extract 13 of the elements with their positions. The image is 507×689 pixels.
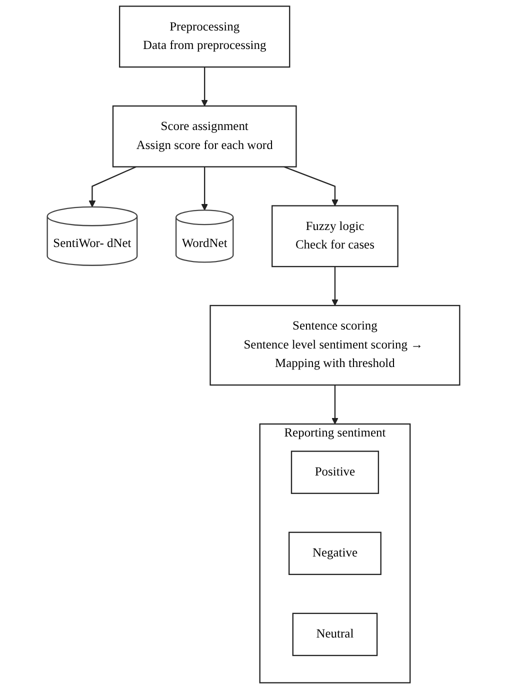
- arrow: [284, 166, 338, 206]
- arrow: [332, 385, 338, 424]
- node-box: Sentence scoring Sentence level sentiment scoring → Mapping with threshold: [210, 304, 460, 386]
- arrow: [201, 166, 208, 210]
- node-box: Neutral: [292, 612, 378, 656]
- arrow: [332, 266, 338, 306]
- arrow: [201, 67, 208, 106]
- node-box: Score assignment Assign score for each word: [112, 105, 297, 168]
- node-box: Positive: [290, 450, 380, 494]
- node-box: Negative: [288, 532, 382, 575]
- arrow: [88, 166, 136, 208]
- node-box: Fuzzy logic Check for cases: [272, 205, 398, 268]
- node-box: Preprocessing Data from preprocessing: [118, 6, 290, 68]
